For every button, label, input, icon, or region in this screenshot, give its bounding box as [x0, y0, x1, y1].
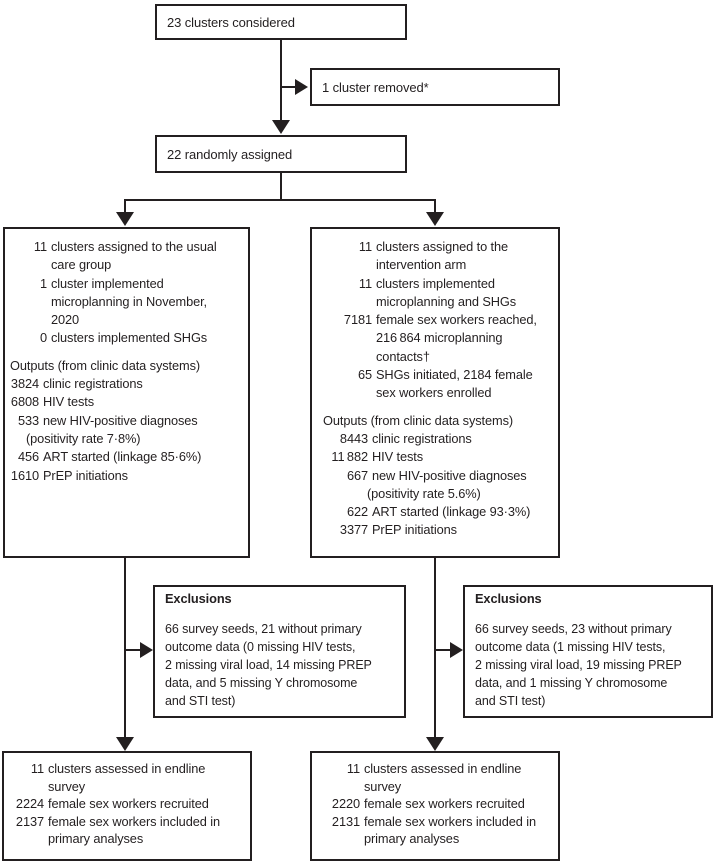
text-line: and STI test): [475, 694, 546, 708]
text-line: 66 survey seeds, 21 without primary: [165, 622, 362, 636]
text-line: 216 864 microplanning: [376, 330, 503, 346]
text-line: intervention arm: [376, 257, 467, 273]
arrowhead-down-icon: [116, 737, 134, 751]
text-line: survey: [48, 778, 86, 794]
text-line: primary analyses: [364, 831, 460, 846]
connector-line: [124, 558, 126, 738]
text-line: microplanning and SHGs: [376, 293, 517, 309]
exclusions-title: Exclusions: [475, 591, 542, 606]
text-line: 2 missing viral load, 14 missing PREP: [165, 658, 372, 672]
arrowhead-down-icon: [116, 212, 134, 226]
connector-line: [124, 199, 126, 213]
text-line: survey: [364, 778, 402, 794]
box-cluster-removed: 1 cluster removed*: [310, 68, 560, 106]
text-line: Outputs (from clinic data systems): [10, 357, 201, 373]
text-line: care group: [51, 257, 112, 273]
text-line: (positivity rate 7·8%): [26, 430, 141, 446]
text-line: data, and 5 missing Y chromosome: [165, 676, 358, 690]
box-exclusions-intervention: Exclusions 66 survey seeds, 23 without p…: [463, 585, 713, 718]
connector-line: [435, 649, 452, 651]
arrowhead-right-icon: [295, 79, 308, 95]
text-line: primary analyses: [48, 831, 144, 846]
exclusions-text: 66 survey seeds, 23 without primary outco…: [475, 620, 709, 710]
text-line: microplanning in November,: [51, 293, 208, 309]
clusters-considered-label: 23 clusters considered: [167, 14, 295, 30]
cluster-removed-label: 1 cluster removed*: [322, 79, 429, 95]
arrowhead-down-icon: [272, 120, 290, 134]
connector-line: [280, 40, 282, 122]
connector-line: [125, 649, 142, 651]
text-line: outcome data (0 missing HIV tests,: [165, 640, 356, 654]
text-line: and STI test): [165, 694, 236, 708]
randomly-assigned-label: 22 randomly assigned: [167, 146, 293, 162]
box-randomly-assigned: 22 randomly assigned: [155, 135, 407, 173]
connector-line: [280, 173, 282, 201]
arrowhead-right-icon: [450, 642, 463, 658]
text-line: (positivity rate 5.6%): [367, 485, 481, 501]
text-line: data, and 1 missing Y chromosome: [475, 676, 668, 690]
connector-line: [434, 558, 436, 738]
arrowhead-down-icon: [426, 212, 444, 226]
box-exclusions-usual-care: Exclusions 66 survey seeds, 21 without p…: [153, 585, 406, 718]
text-line: 66 survey seeds, 23 without primary: [475, 622, 672, 636]
text-line: 2020: [51, 312, 80, 328]
text-line: outcome data (1 missing HIV tests,: [475, 640, 666, 654]
text-line: 2 missing viral load, 19 missing PREP: [475, 658, 682, 672]
exclusions-text: 66 survey seeds, 21 without primary outco…: [165, 620, 402, 710]
box-clusters-considered: 23 clusters considered: [155, 4, 407, 40]
connector-line: [281, 86, 297, 88]
arrowhead-right-icon: [140, 642, 153, 658]
arrowhead-down-icon: [426, 737, 444, 751]
text-line: Outputs (from clinic data systems): [323, 412, 514, 428]
exclusions-title: Exclusions: [165, 591, 232, 606]
text-line: sex workers enrolled: [376, 385, 492, 401]
text-line: contacts†: [376, 348, 430, 364]
connector-line: [124, 199, 436, 201]
connector-line: [434, 199, 436, 213]
